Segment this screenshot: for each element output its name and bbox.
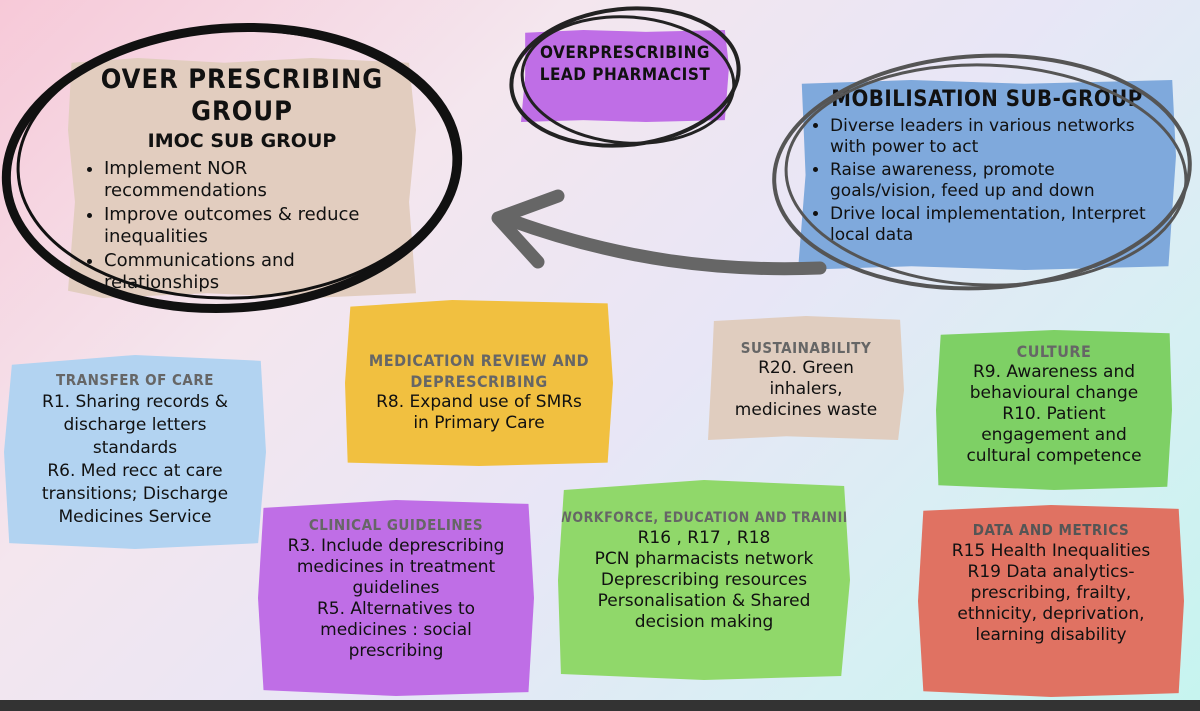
clinical-line: medicines in treatment [296, 557, 496, 577]
over-group-list: Implement NOR recommendations Improve ou… [82, 158, 402, 298]
culture-title: Culture [1016, 342, 1092, 361]
sustainability-line: inhalers, [769, 379, 843, 399]
mobilisation-card: Mobilisation Sub-Group Diverse leaders i… [798, 80, 1176, 270]
list-item: Diverse leaders in various networks with… [830, 116, 1166, 158]
clinical-guidelines-card: Clinical Guidelines R3. Include deprescr… [258, 500, 534, 696]
workforce-line: decision making [634, 612, 774, 632]
list-item: Drive local implementation, Interpret lo… [830, 204, 1166, 246]
mobilisation-list: Diverse leaders in various networks with… [808, 116, 1166, 246]
list-item: Raise awareness, promote goals/vision, f… [830, 160, 1166, 202]
culture-line: behavioural change [969, 383, 1139, 403]
transfer-line: R1. Sharing records & [42, 392, 228, 412]
culture-line: engagement and [981, 425, 1127, 445]
clinical-line: guidelines [352, 578, 440, 598]
transfer-of-care-card: Transfer of Care R1. Sharing records & d… [4, 355, 266, 549]
medication-review-card: Medication Review and Deprescribing R8. … [345, 300, 613, 466]
medication-review-title: Medication Review and Deprescribing [368, 351, 590, 391]
clinical-line: prescribing [348, 641, 444, 661]
imoc-subtitle: IMOC SUB GROUP [147, 130, 337, 152]
transfer-line: R6. Med recc at care [47, 461, 223, 481]
culture-line: R9. Awareness and [972, 362, 1136, 382]
workforce-line: PCN pharmacists network [594, 549, 814, 569]
over-prescribing-group-card: Over Prescribing Group IMOC SUB GROUP Im… [68, 58, 416, 298]
clinical-line: R5. Alternatives to [316, 599, 476, 619]
data-line: ethnicity, deprivation, [957, 604, 1145, 624]
medication-review-line: in Primary Care [413, 413, 545, 433]
data-line: prescribing, frailty, [970, 583, 1132, 603]
clinical-line: medicines : social [320, 620, 472, 640]
workforce-card: Workforce, Education and Training R16 , … [558, 480, 850, 680]
data-line: R15 Health Inequalities [951, 541, 1151, 561]
lead-pharmacist-line1: Overprescribing [540, 43, 710, 63]
list-item: Improve outcomes & reduce inequalities [104, 204, 402, 248]
data-metrics-card: Data and Metrics R15 Health Inequalities… [918, 505, 1184, 697]
list-item: Communications and relationships [104, 250, 402, 294]
arrow-head-icon [491, 189, 565, 269]
data-metrics-title: Data and Metrics [972, 521, 1130, 539]
transfer-line: discharge letters [63, 415, 207, 435]
data-line: learning disability [975, 625, 1127, 645]
workforce-line: R16 , R17 , R18 [637, 528, 771, 548]
sustainability-card: Sustainability R20. Green inhalers, medi… [708, 316, 904, 440]
lead-pharmacist-card: Overprescribing Lead Pharmacist [521, 30, 729, 122]
workforce-line: Personalisation & Shared [597, 591, 811, 611]
transfer-line: transitions; Discharge [41, 484, 229, 504]
sustainability-line: medicines waste [734, 400, 878, 420]
transfer-line: Medicines Service [58, 507, 212, 527]
medication-review-line: R8. Expand use of SMRs [376, 392, 582, 412]
lead-pharmacist-line2: Lead Pharmacist [539, 65, 711, 85]
data-line: R19 Data analytics- [967, 562, 1135, 582]
bottom-bar [0, 700, 1200, 711]
over-prescribing-group-title: Over Prescribing Group [100, 64, 384, 127]
sustainability-title: Sustainability [740, 339, 872, 357]
clinical-line: R3. Include deprescribing [287, 536, 505, 556]
sustainability-line: R20. Green [758, 358, 854, 378]
mobilisation-title: Mobilisation Sub-Group [831, 87, 1143, 112]
culture-card: Culture R9. Awareness and behavioural ch… [936, 330, 1172, 490]
workforce-title: Workforce, Education and Training [558, 510, 865, 526]
culture-line: cultural competence [966, 446, 1142, 466]
list-item: Implement NOR recommendations [104, 158, 402, 202]
clinical-guidelines-title: Clinical Guidelines [308, 516, 484, 534]
transfer-line: standards [92, 438, 178, 458]
transfer-of-care-title: Transfer of Care [56, 371, 214, 389]
workforce-line: Deprescribing resources [600, 570, 808, 590]
culture-line: R10. Patient [1002, 404, 1106, 424]
curved-arrow-icon [503, 213, 827, 276]
